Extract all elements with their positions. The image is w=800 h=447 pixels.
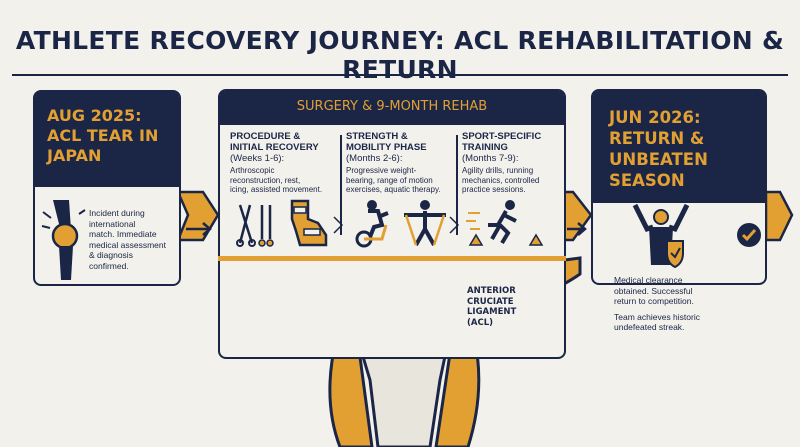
return-desc-line: undefeated streak. (614, 322, 685, 332)
phase-chevron-icon (333, 216, 344, 234)
stage-card-rehab: SURGERY & 9-MONTH REHAB PROCEDURE & INIT… (218, 89, 566, 359)
return-heading-line3: UNBEATEN (609, 150, 708, 169)
phase-strength: STRENGTH & MOBILITY PHASE (Months 2-6): … (346, 131, 454, 195)
phase-title: INITIAL RECOVERY (230, 142, 319, 153)
acl-label-line: CRUCIATE (467, 296, 514, 307)
page-title: ATHLETE RECOVERY JOURNEY: ACL REHABILITA… (15, 26, 785, 84)
injury-heading-line1: AUG 2025: (47, 106, 142, 125)
injury-desc-line: medical assessment (89, 239, 167, 250)
return-desc-line: return to competition. (614, 296, 694, 306)
knee-brace-icon (290, 199, 328, 247)
exercise-bike-icon (355, 200, 389, 248)
injured-knee-icon (41, 200, 86, 280)
phase-detail-line: Arthroscopic (230, 166, 275, 175)
injury-desc-line: international (89, 218, 136, 229)
phase-detail-line: practice sessions. (462, 185, 526, 194)
phase-detail-line: mechanics, controlled (462, 175, 540, 185)
return-desc-line: Medical clearance (614, 275, 683, 285)
injury-desc-line: match. Immediate (89, 229, 157, 239)
injury-desc-line: confirmed. (89, 260, 129, 271)
return-card-header: JUN 2026: RETURN & UNBEATEN SEASON (593, 91, 765, 203)
agility-runner-icon (466, 200, 544, 246)
rehab-gold-divider (218, 256, 566, 261)
phase-duration: (Months 7-9): (462, 153, 519, 164)
phase-divider (340, 135, 342, 235)
stage-card-return: JUN 2026: RETURN & UNBEATEN SEASON Medic… (591, 89, 767, 332)
injury-card-header: AUG 2025: ACL TEAR IN JAPAN (35, 92, 179, 187)
phase-detail: Arthroscopic reconstruction, rest, icing… (230, 166, 338, 195)
injury-desc-line: Incident during (89, 208, 145, 218)
return-desc-line: Team achieves historic (614, 311, 700, 322)
return-heading-line4: SEASON (609, 171, 685, 190)
phase-chevron-icon (449, 216, 460, 234)
acl-label-line: LIGAMENT (467, 307, 517, 317)
phase-detail-line: Agility drills, running (462, 166, 534, 175)
phase-title: TRAINING (462, 142, 508, 153)
return-heading-line2: RETURN & (609, 129, 705, 148)
acl-label-line: (ACL) (467, 317, 494, 328)
phase-duration: (Months 2-6): (346, 153, 403, 164)
phase-duration: (Weeks 1-6): (230, 153, 285, 164)
acl-label-line: ANTERIOR (467, 286, 516, 296)
check-circle-icon (737, 223, 761, 247)
injury-heading-line2: ACL TEAR IN (47, 126, 159, 145)
acl-annotation: ANTERIOR CRUCIATE LIGAMENT (ACL) (467, 286, 516, 328)
phase-detail-line: Progressive weight- (346, 166, 417, 175)
rehab-card-header: SURGERY & 9-MONTH REHAB (220, 91, 564, 125)
phase-title: SPORT-SPECIFIC (462, 131, 542, 142)
injury-desc-line: & diagnosis (89, 250, 133, 260)
phase-sport-specific: SPORT-SPECIFIC TRAINING (Months 7-9): Ag… (462, 131, 570, 195)
phase-divider (456, 135, 458, 235)
rehab-heading: SURGERY & 9-MONTH REHAB (296, 99, 488, 114)
return-heading-line1: JUN 2026: (609, 108, 701, 127)
phase-detail: Agility drills, running mechanics, contr… (462, 166, 570, 195)
surgical-tools-icon (236, 204, 274, 247)
injury-heading-line3: JAPAN (47, 146, 102, 165)
stage-card-injury: AUG 2025: ACL TEAR IN JAPAN Incident dur… (33, 90, 181, 286)
return-desc-line: obtained. Successful (614, 285, 693, 296)
title-divider (12, 74, 788, 76)
phase-detail-line: bearing, range of motion (346, 175, 433, 185)
phase-detail-line: reconstruction, rest, (230, 175, 301, 185)
resistance-band-icon (404, 200, 446, 246)
return-description: Medical clearance obtained. Successful r… (614, 275, 744, 333)
phase-title: PROCEDURE & (230, 131, 301, 142)
phase-title: MOBILITY PHASE (346, 142, 427, 153)
phase-detail: Progressive weight- bearing, range of mo… (346, 166, 454, 195)
phase-procedure: PROCEDURE & INITIAL RECOVERY (Weeks 1-6)… (230, 131, 338, 195)
injury-description: Incident during international match. Imm… (89, 208, 177, 271)
phase-detail-line: exercises, aquatic therapy. (346, 185, 441, 194)
phase-title: STRENGTH & (346, 131, 408, 142)
celebrating-athlete-icon (632, 203, 690, 269)
phase-detail-line: icing, assisted movement. (230, 185, 323, 194)
